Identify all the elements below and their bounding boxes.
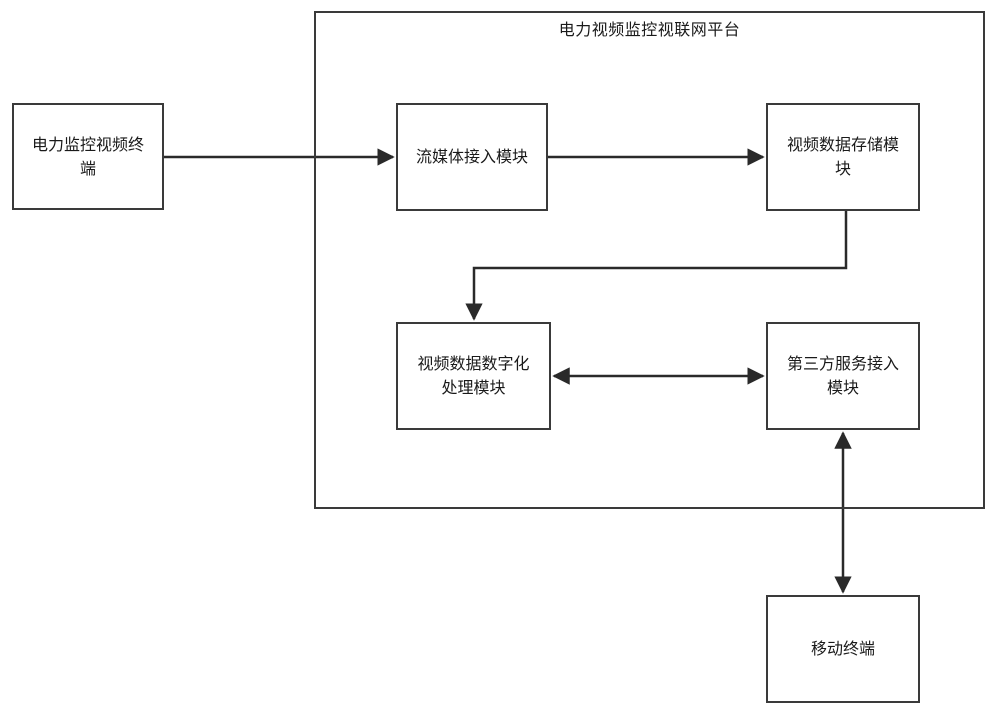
arrow-storage-to-processing [465,211,848,321]
node-video-processing-module: 视频数据数字化处理模块 [396,322,551,430]
node-label: 第三方服务接入模块 [786,354,899,397]
platform-title: 电力视频监控视联网平台 [558,20,741,39]
node-video-storage-module: 视频数据存储模块 [766,103,920,211]
node-stream-media-access-module: 流媒体接入模块 [396,103,548,211]
node-label: 视频数据数字化处理模块 [417,354,530,397]
node-third-party-service-module: 第三方服务接入模块 [766,322,920,430]
node-power-monitoring-terminal: 电力监控视频终端 [12,103,164,210]
node-label: 视频数据存储模块 [786,135,899,178]
platform-container: 电力视频监控视联网平台 [314,11,985,509]
node-label: 移动终端 [810,639,875,658]
node-label: 流媒体接入模块 [416,147,529,166]
node-mobile-terminal: 移动终端 [766,595,920,703]
node-label: 电力监控视频终端 [32,134,145,178]
